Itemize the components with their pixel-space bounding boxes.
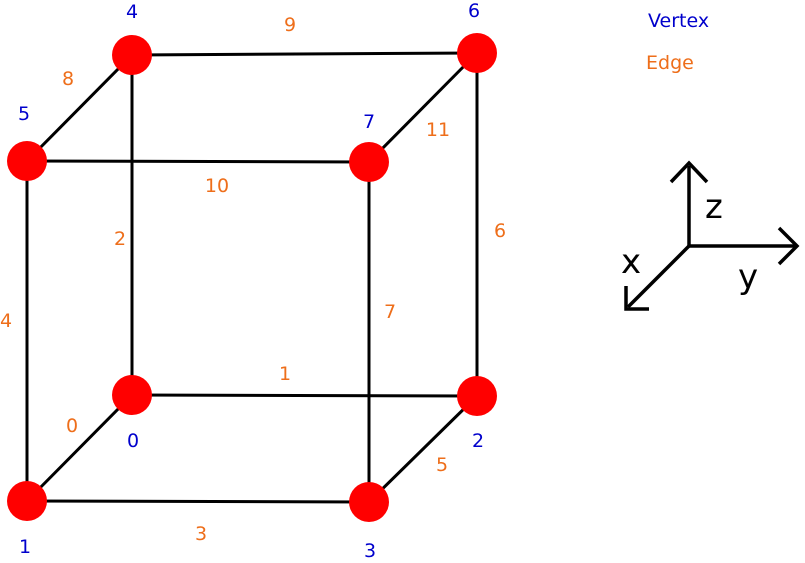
vertex-node-6 [457, 33, 497, 73]
vertex-label-0: 0 [127, 430, 139, 452]
edge-label-9: 9 [284, 14, 296, 36]
vertex-node-4 [112, 35, 152, 75]
vertex-label-1: 1 [19, 536, 31, 558]
edge-line-9 [131, 51, 478, 57]
vertex-label-6: 6 [468, 0, 480, 22]
y-axis-label: y [738, 257, 758, 297]
edge-label-3: 3 [195, 523, 207, 545]
edge-label-4: 4 [0, 310, 12, 332]
y-axis-arrow-icon [777, 226, 800, 266]
vertex-label-2: 2 [472, 430, 484, 452]
z-axis-label: z [705, 187, 723, 227]
edge-label-2: 2 [114, 228, 126, 250]
vertex-node-7 [349, 142, 389, 182]
edge-line-3 [26, 499, 370, 504]
edge-line-8 [25, 53, 134, 163]
edge-line-1 [131, 393, 478, 398]
legend: Vertex Edge [646, 10, 709, 74]
edges-layer [25, 51, 479, 504]
edge-line-5 [367, 394, 479, 504]
legend-vertex-label: Vertex [648, 10, 709, 32]
vertex-node-2 [457, 376, 497, 416]
legend-edge-label: Edge [646, 52, 694, 74]
vertex-node-5 [7, 141, 47, 181]
vertex-node-1 [7, 481, 47, 521]
edge-label-10: 10 [205, 175, 229, 197]
edge-labels-layer: 0 1 2 3 4 5 6 7 8 9 10 11 [0, 14, 506, 545]
vertex-label-4: 4 [126, 1, 138, 23]
vertex-label-3: 3 [364, 540, 376, 562]
edge-label-8: 8 [62, 68, 74, 90]
x-axis-label: x [621, 242, 641, 282]
edge-label-0: 0 [66, 415, 78, 437]
vertex-labels-layer: 0 1 2 3 4 5 6 7 [18, 0, 484, 562]
vertex-label-5: 5 [18, 103, 30, 125]
vertices-layer [7, 33, 497, 522]
z-axis-arrow-icon [669, 160, 709, 184]
x-axis-arrow-icon [624, 286, 649, 311]
edge-label-7: 7 [384, 301, 396, 323]
vertex-node-3 [349, 482, 389, 522]
vertex-label-7: 7 [363, 111, 375, 133]
edge-line-10 [26, 159, 370, 164]
edge-label-5: 5 [436, 454, 448, 476]
edge-line-0 [25, 393, 134, 503]
edge-label-11: 11 [426, 119, 450, 141]
vertex-node-0 [112, 375, 152, 415]
x-axis-line [626, 244, 691, 309]
edge-label-6: 6 [494, 220, 506, 242]
edge-label-1: 1 [279, 363, 291, 385]
edge-line-11 [367, 51, 479, 164]
axes-indicator: z y x [621, 160, 800, 311]
